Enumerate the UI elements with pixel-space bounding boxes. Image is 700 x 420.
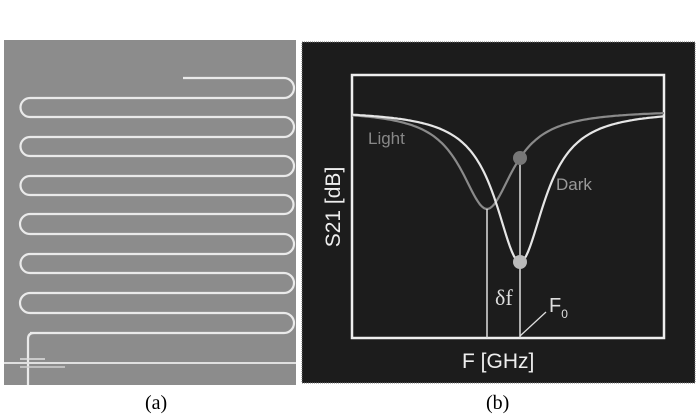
light-point [513,151,527,165]
caption-b: (b) [486,392,510,414]
dark-point [513,255,527,269]
delta-f-label: δf [495,285,513,310]
light-label: Light [368,129,405,148]
f0-label-sub: 0 [561,307,568,321]
caption-a: (a) [145,392,168,414]
meander-resonator [18,76,296,385]
panel-a-micrograph [4,40,296,385]
light-curve [351,112,665,210]
y-axis-label: S21 [dB] [322,167,345,248]
f0-label: F0 [549,295,568,321]
panel-b-schematic-plot: Light Dark δf F0 F [GHz] S21 [dB] [299,40,697,385]
f0-label-main: F [549,295,561,317]
dark-label: Dark [556,175,592,194]
plot-frame [350,73,666,340]
x-axis-label: F [GHz] [462,350,534,373]
dark-curve [351,113,665,264]
f0-pointer [519,311,547,337]
